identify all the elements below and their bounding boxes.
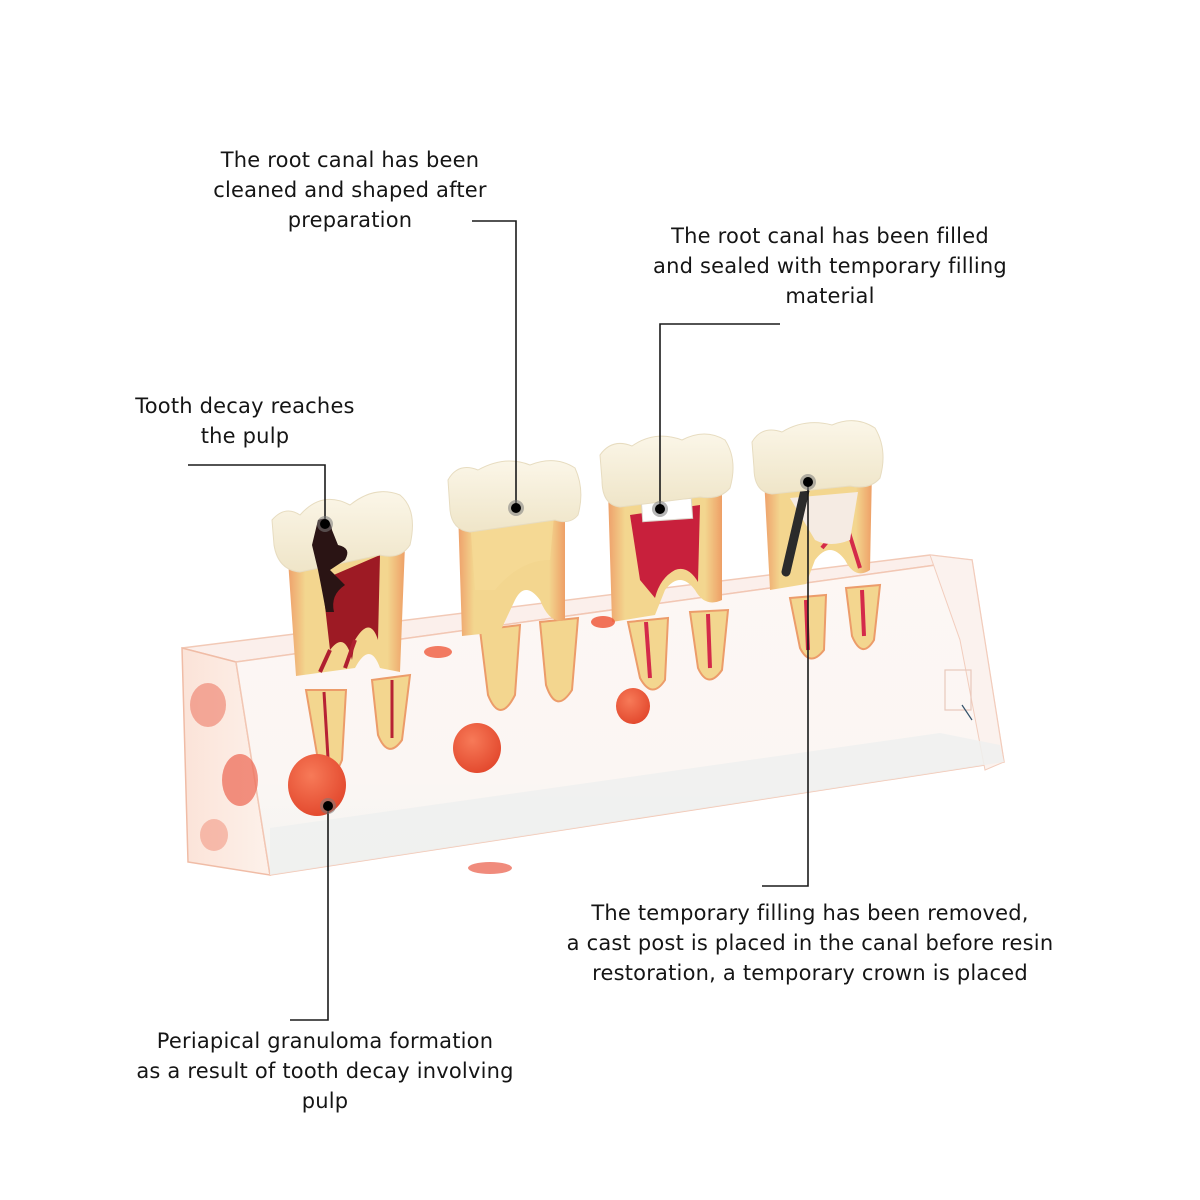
periapical-granuloma-3: [616, 688, 650, 724]
target-markers: [317, 474, 816, 814]
tooth-4-post: [751, 420, 884, 660]
leader-line-filled: [659, 323, 780, 509]
label-line: Periapical granuloma formation: [156, 1029, 494, 1053]
label-line: preparation: [287, 208, 413, 232]
tooth-2-cleaned: [447, 460, 582, 711]
label-line: material: [785, 284, 875, 308]
periapical-granuloma-1: [288, 754, 346, 816]
label-line: the pulp: [200, 424, 290, 448]
periapical-granuloma-2: [453, 723, 501, 773]
label-line: The root canal has been: [220, 148, 480, 172]
label-line: The temporary filling has been removed,: [591, 901, 1029, 925]
leader-line-cleaned: [472, 220, 517, 508]
label-periapical-granuloma: Periapical granuloma formation as a resu…: [75, 1026, 575, 1116]
label-line: pulp: [301, 1089, 349, 1113]
label-line: as a result of tooth decay involving: [136, 1059, 514, 1083]
label-line: Tooth decay reaches: [135, 394, 355, 418]
label-line: and sealed with temporary filling: [653, 254, 1007, 278]
label-root-canal-cleaned: The root canal has been cleaned and shap…: [170, 145, 530, 235]
leader-line-decay: [188, 464, 326, 524]
leader-line-granuloma: [290, 806, 329, 1021]
cast-post: [781, 481, 811, 577]
label-line: The root canal has been filled: [671, 224, 989, 248]
label-root-canal-filled: The root canal has been filled and seale…: [600, 221, 1060, 311]
label-line: cleaned and shaped after: [213, 178, 487, 202]
label-cast-post: The temporary filling has been removed, …: [505, 898, 1115, 988]
label-line: a cast post is placed in the canal befor…: [566, 931, 1054, 955]
tooth-1-decay: [271, 491, 413, 776]
leader-lines: [188, 220, 809, 1021]
label-line: restoration, a temporary crown is placed: [592, 961, 1028, 985]
leader-line-post: [762, 482, 809, 887]
label-tooth-decay: Tooth decay reaches the pulp: [95, 391, 395, 451]
